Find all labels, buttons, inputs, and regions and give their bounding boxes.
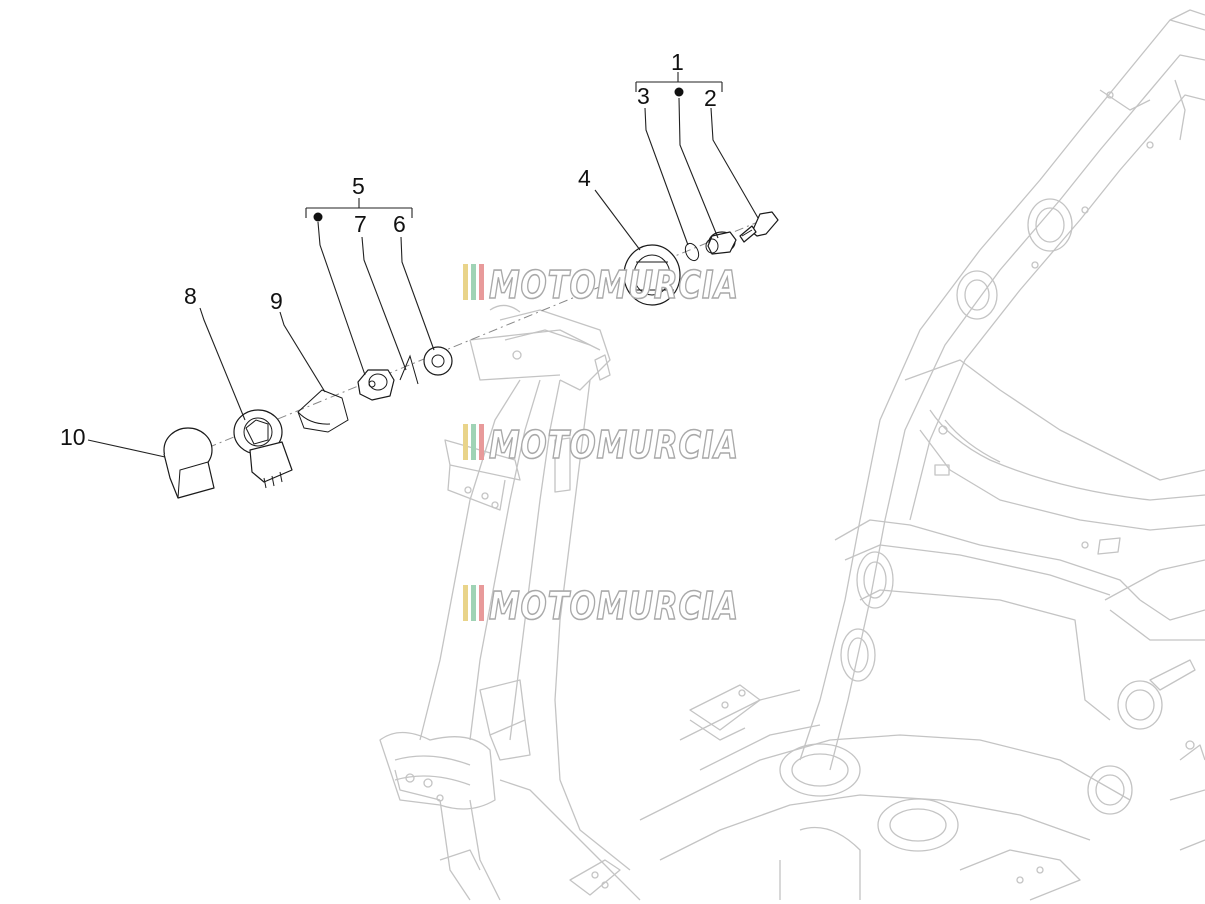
part-9-wire-clip: [297, 389, 349, 433]
watermark-logo-top: MOTOMURCIA: [463, 262, 739, 308]
part-2-ignition-key: [739, 211, 779, 243]
part-lock-cylinder: [705, 231, 737, 255]
assembly-axis-line: [189, 214, 776, 456]
part-lock-barrel: [357, 369, 395, 401]
leader-lines: [87, 72, 759, 458]
callout-labels: 1 3 2 4 5 7 6 8 9 10: [60, 49, 717, 450]
callout-8: 8: [184, 283, 197, 309]
callout-4: 4: [578, 165, 591, 191]
part-4-lock-cover: [623, 244, 681, 306]
part-8-lock-housing: [233, 409, 293, 489]
callout-2: 2: [704, 85, 717, 111]
watermark-stripe: [463, 264, 468, 300]
part-6-washer: [423, 346, 453, 376]
watermark-stripe: [471, 264, 476, 300]
watermark-stripe: [479, 264, 484, 300]
watermark-text: MOTOMURCIA: [489, 423, 739, 467]
watermark-logo-middle: MOTOMURCIA: [463, 422, 739, 468]
watermark-stripe: [463, 585, 468, 621]
callout-9: 9: [270, 288, 283, 314]
watermark-stripe: [471, 585, 476, 621]
watermark-stripe: [479, 585, 484, 621]
callout-6: 6: [393, 211, 406, 237]
watermark-text: MOTOMURCIA: [489, 263, 739, 307]
watermark-logo-bottom: MOTOMURCIA: [463, 583, 739, 629]
callout-10: 10: [60, 424, 86, 450]
part-3-retaining-ring: [684, 242, 700, 262]
watermark-text: MOTOMURCIA: [489, 584, 739, 628]
callout-1: 1: [671, 49, 684, 75]
scooter-frame: [379, 9, 1205, 901]
callout-5: 5: [352, 173, 365, 199]
part-7-spring-clip: [399, 354, 419, 385]
bullet-dot-group-5: [313, 212, 323, 222]
watermark-stripe: [479, 424, 484, 460]
watermark-stripe: [471, 424, 476, 460]
watermark-stripe: [463, 424, 468, 460]
callout-7: 7: [354, 211, 367, 237]
callout-3: 3: [637, 83, 650, 109]
part-10-end-cap: [163, 427, 215, 499]
bullet-dot-group-1: [674, 87, 684, 97]
